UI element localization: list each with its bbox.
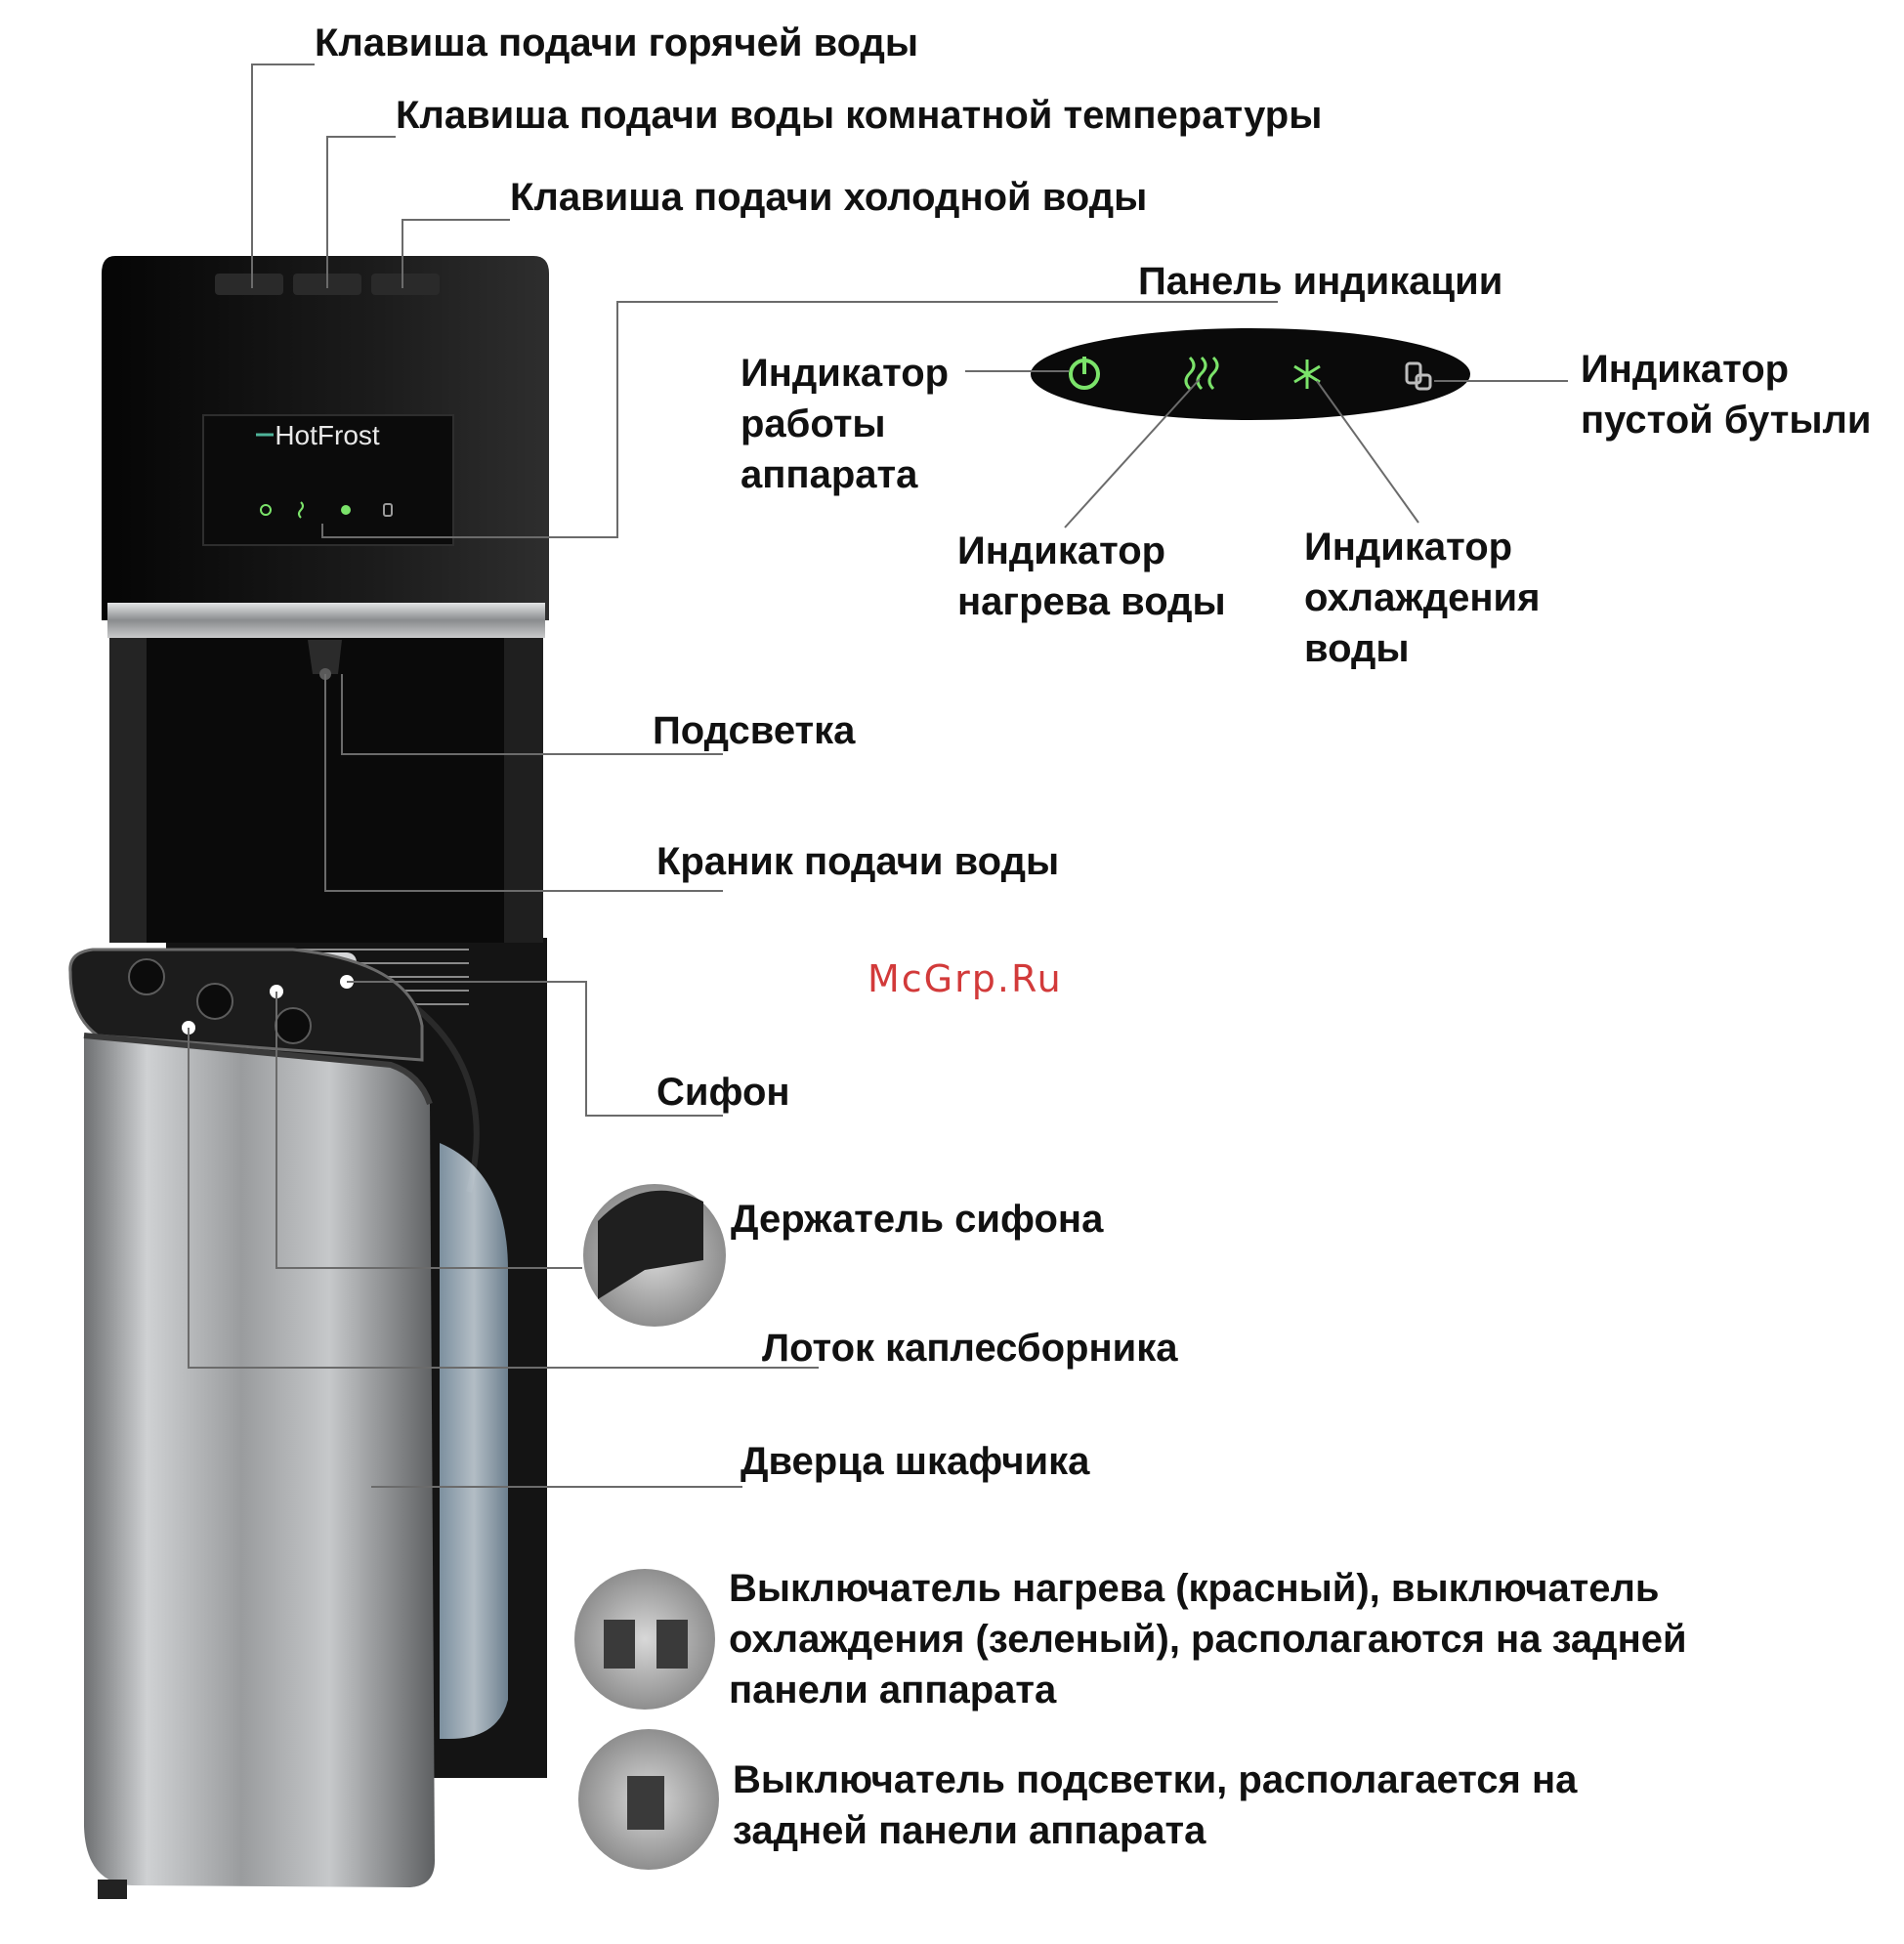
cabinet-door-panel[interactable] bbox=[84, 1035, 435, 1887]
siphon-holder-photo bbox=[583, 1184, 726, 1327]
label-line: нагрева воды bbox=[957, 580, 1226, 623]
leader-drip-tray bbox=[188, 1028, 819, 1369]
display-window bbox=[202, 414, 454, 546]
label-power-indicator: Индикатор работы аппарата bbox=[740, 348, 949, 500]
label-light-switch: Выключатель подсветки, располагается на … bbox=[733, 1754, 1577, 1856]
heat-wave-icon bbox=[298, 501, 304, 519]
label-line: панели аппарата bbox=[729, 1669, 1057, 1712]
label-drip-tray: Лоток каплесборника bbox=[762, 1327, 1178, 1370]
label-cabinet-door: Дверца шкафчика bbox=[740, 1440, 1090, 1483]
light-switch-photo bbox=[578, 1729, 719, 1870]
label-line: Выключатель нагрева (красный), выключате… bbox=[729, 1567, 1660, 1610]
alcove-side-left bbox=[109, 638, 147, 943]
label-water-tap: Краник подачи воды bbox=[656, 840, 1060, 883]
label-empty-bottle-indicator: Индикатор пустой бутыли bbox=[1581, 344, 1872, 445]
door-edge bbox=[83, 1033, 433, 1106]
cooler-foot bbox=[98, 1880, 127, 1899]
label-heat-indicator: Индикатор нагрева воды bbox=[957, 526, 1226, 627]
label-siphon: Сифон bbox=[656, 1071, 790, 1114]
label-line: охлаждения bbox=[1304, 576, 1541, 619]
leader-heat-ind bbox=[1064, 378, 1201, 528]
body-indicators bbox=[260, 501, 393, 519]
label-line: охлаждения (зеленый), располагаются на з… bbox=[729, 1618, 1687, 1661]
cold-water-key[interactable] bbox=[371, 274, 440, 295]
snowflake-icon bbox=[1293, 359, 1321, 389]
brand-logo: HotFrost bbox=[275, 420, 380, 450]
bottle-icon bbox=[383, 503, 393, 517]
label-siphon-holder: Держатель сифона bbox=[731, 1198, 1104, 1241]
watermark: McGrp.Ru bbox=[867, 957, 1063, 1000]
label-cool-indicator: Индикатор охлаждения воды bbox=[1304, 522, 1540, 674]
hot-water-key[interactable] bbox=[215, 274, 283, 295]
water-bottle bbox=[440, 1143, 508, 1739]
label-room-water-key: Клавиша подачи воды комнатной температур… bbox=[396, 94, 1323, 137]
indicator-panel-ellipse bbox=[1031, 328, 1470, 420]
leader-room-key bbox=[326, 136, 396, 288]
leader-lines bbox=[188, 63, 1568, 1488]
chrome-band bbox=[107, 603, 545, 638]
label-line: Индикатор bbox=[957, 529, 1166, 572]
label-indicator-panel: Панель индикации bbox=[1138, 260, 1503, 303]
leader-tap bbox=[324, 674, 723, 892]
tray-hole-1 bbox=[128, 958, 165, 995]
tray-hole-3 bbox=[275, 1007, 312, 1044]
leader-panel bbox=[321, 301, 1278, 538]
label-line: работы bbox=[740, 402, 886, 445]
bottle-icon bbox=[1405, 361, 1432, 391]
label-line: аппарата bbox=[740, 453, 918, 496]
switches-photo bbox=[574, 1569, 715, 1710]
label-line: Индикатор bbox=[740, 352, 950, 395]
label-line: Выключатель подсветки, располагается на bbox=[733, 1758, 1578, 1801]
alcove-side-right bbox=[504, 638, 543, 943]
label-line: воды bbox=[1304, 627, 1410, 670]
label-line: Индикатор bbox=[1581, 348, 1790, 391]
label-rear-switches: Выключатель нагрева (красный), выключате… bbox=[729, 1563, 1687, 1715]
label-line: задней панели аппарата bbox=[733, 1809, 1206, 1852]
leader-hot-key bbox=[251, 63, 315, 288]
leader-siphon-holder bbox=[275, 992, 582, 1269]
water-tap[interactable] bbox=[308, 640, 342, 674]
label-line: Индикатор bbox=[1304, 526, 1513, 569]
leader-backlight bbox=[341, 674, 723, 755]
label-cold-water-key: Клавиша подачи холодной воды bbox=[510, 176, 1148, 219]
water-cooler: HotFrost bbox=[68, 256, 549, 1899]
label-hot-water-key: Клавиша подачи горячей воды bbox=[315, 21, 919, 64]
leader-siphon bbox=[347, 981, 723, 1117]
snowflake-icon bbox=[341, 505, 351, 515]
leader-cold-key bbox=[402, 219, 510, 288]
label-backlight: Подсветка bbox=[653, 709, 856, 752]
leader-cool-ind bbox=[1316, 380, 1419, 524]
tray-hole-2 bbox=[196, 983, 233, 1020]
indicator-panel bbox=[1031, 328, 1470, 420]
label-line: пустой бутыли bbox=[1581, 399, 1872, 442]
heat-wave-icon bbox=[1184, 356, 1219, 391]
power-icon bbox=[260, 504, 272, 516]
